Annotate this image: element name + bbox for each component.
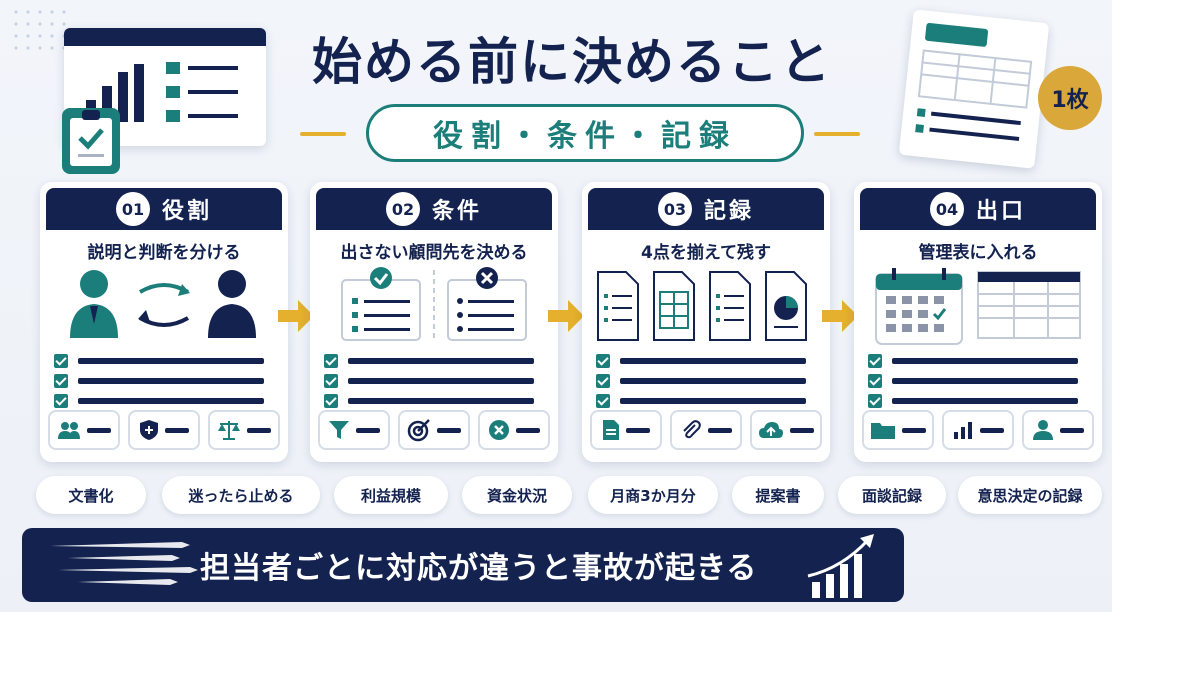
tag-pill: 文書化 [36, 476, 146, 514]
step-number: 03 [657, 192, 692, 226]
filter-icon [329, 421, 349, 439]
step-card-roles: 01 役割 説明と判断を分ける [40, 182, 288, 462]
shield-icon [140, 420, 158, 440]
warning-message: 担当者ごとに対応が違うと事故が起きる [200, 551, 758, 586]
tag-pill: 迷ったら止める [162, 476, 320, 514]
check-icon [868, 374, 882, 388]
arrow-right-icon [822, 300, 858, 332]
infographic-canvas: 始める前に決めること 役割・条件・記録 1枚 01 役割 説明と判断を分ける [0, 0, 1112, 612]
tag-pill: 資金状況 [462, 476, 572, 514]
users-icon [58, 422, 80, 439]
tag-pill: 月商3か月分 [588, 476, 718, 514]
tag-pill: 提案書 [732, 476, 824, 514]
step-number: 01 [115, 192, 150, 226]
step-title: 記録 [703, 199, 754, 224]
tag-pill: 面談記録 [838, 476, 946, 514]
check-icon [596, 354, 610, 368]
cloud-upload-icon [759, 422, 783, 438]
page-title: 始める前に決めること [312, 33, 832, 91]
step-subtitle: 4点を揃えて残す [641, 243, 771, 263]
step-subtitle: 説明と判断を分ける [87, 243, 241, 263]
check-icon [54, 374, 68, 388]
step-number: 04 [929, 192, 964, 226]
four-documents-icon [592, 266, 820, 346]
step-card-exit: 04 出口 管理表に入れる [854, 182, 1102, 462]
checklist [868, 352, 1088, 412]
people-exchange-icon [50, 266, 278, 346]
step-number: 02 [385, 192, 420, 226]
target-icon [407, 419, 430, 442]
check-icon [868, 354, 882, 368]
step-title: 出口 [975, 199, 1026, 224]
user-icon [1033, 420, 1053, 440]
document-icon [603, 420, 619, 440]
check-icon [324, 374, 338, 388]
step-title: 役割 [161, 199, 212, 224]
step-card-conditions: 02 条件 出さない顧問先を決める [310, 182, 558, 462]
calendar-table-icon [864, 266, 1092, 346]
warning-banner: 担当者ごとに対応が違うと事故が起きる [22, 528, 904, 602]
growth-chart-icon [807, 534, 874, 598]
step-subtitle: 管理表に入れる [918, 243, 1038, 263]
bar-chart-icon [954, 422, 972, 439]
table-document-illustration [898, 9, 1050, 169]
checklist [324, 352, 544, 412]
paperclip-icon [683, 420, 701, 439]
clipboard-check-icon [62, 108, 120, 174]
check-icon [54, 394, 68, 408]
checklist [54, 352, 274, 412]
folder-icon [871, 423, 895, 439]
close-circle-icon [489, 420, 509, 440]
check-icon [54, 354, 68, 368]
dot-pattern [10, 6, 70, 58]
step-card-records: 03 記録 4点を揃えて残す [582, 182, 830, 462]
one-page-badge: 1枚 [1038, 66, 1102, 130]
check-icon [324, 354, 338, 368]
check-icon [324, 394, 338, 408]
checklist [596, 352, 816, 412]
arrow-right-icon [278, 300, 314, 332]
tag-pill: 意思決定の記録 [958, 476, 1102, 514]
arrow-right-icon [548, 300, 584, 332]
subtitle-band: 役割・条件・記録 [300, 104, 860, 162]
tag-pill: 利益規模 [334, 476, 448, 514]
scale-icon [218, 421, 240, 440]
speed-lines-icon [50, 542, 198, 585]
check-icon [868, 394, 882, 408]
subtitle-pill: 役割・条件・記録 [366, 104, 804, 162]
approve-reject-lists-icon [320, 266, 548, 346]
step-title: 条件 [431, 199, 482, 224]
check-icon [596, 394, 610, 408]
step-subtitle: 出さない顧問先を決める [340, 243, 528, 263]
check-icon [596, 374, 610, 388]
